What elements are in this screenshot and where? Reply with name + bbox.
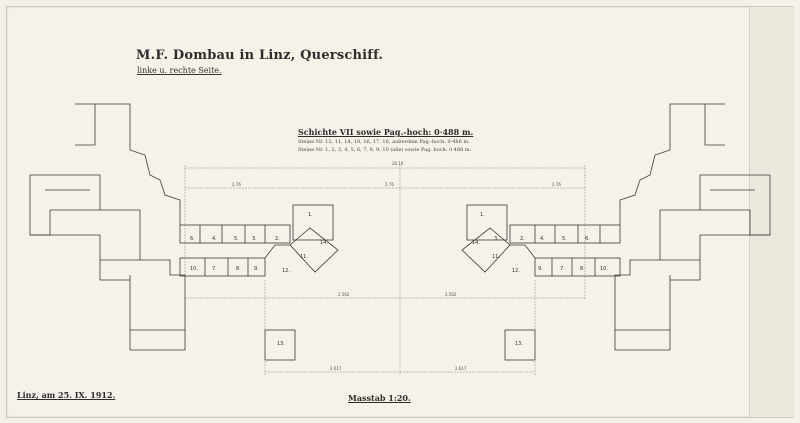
stone-left-8: 8. <box>236 266 241 272</box>
dim-mid-right: 2.562 <box>445 292 457 297</box>
stone-left-12: 12. <box>282 268 290 274</box>
stone-left-4: 4. <box>212 236 217 242</box>
stone-left-3: 3. <box>252 236 257 242</box>
dim-bottom-left: 2.617 <box>330 366 342 371</box>
layer-note: Schichte VII sowie Pag.-hoch: 0·488 m. S… <box>298 127 498 153</box>
stone-right-6: 6. <box>585 236 590 242</box>
stone-right-12: 12. <box>512 268 520 274</box>
dim-mid-left: 2.562 <box>338 292 350 297</box>
stone-left-2: 2. <box>275 236 280 242</box>
drawing-subtitle: linke u. rechte Seite. <box>137 66 222 75</box>
sheet-fold <box>749 7 794 417</box>
stone-right-3: 3. <box>494 236 499 242</box>
scale-label: Masstab 1:20. <box>348 393 411 403</box>
stone-left-14: 14. <box>320 240 328 246</box>
stone-left-10: 10. <box>190 266 198 272</box>
drawing-title: M.F. Dombau in Linz, Querschiff. <box>136 48 384 63</box>
dim-left-top: 2.76 <box>232 182 241 187</box>
stone-left-1: 1. <box>308 212 313 218</box>
stone-right-11: 11. <box>492 254 500 260</box>
dim-overall: 20.16 <box>392 161 404 166</box>
stone-right-8: 8. <box>580 266 585 272</box>
stone-left-13: 13. <box>277 341 285 347</box>
stone-right-14: 14. <box>472 240 480 246</box>
stone-right-1: 1. <box>480 212 485 218</box>
layer-line-1: Steine Nr. 12, 11, 14, 18, 16, 17, 18, a… <box>298 139 470 145</box>
dim-bottom-right: 2.617 <box>455 366 467 371</box>
left-wall-outline <box>75 103 96 146</box>
stone-left-9: 9. <box>254 266 259 272</box>
stone-right-9: 9. <box>538 266 543 272</box>
layer-heading: Schichte VII sowie Pag.-hoch: 0·488 m. <box>298 127 474 137</box>
stone-right-13: 13. <box>515 341 523 347</box>
layer-line-2: Steine Nr. 1, 2, 3, 4, 5, 6, 7, 8, 9, 10… <box>298 147 472 153</box>
stone-right-4: 4. <box>540 236 545 242</box>
stone-left-11: 11. <box>300 254 308 260</box>
stone-left-6: 6. <box>190 236 195 242</box>
dim-right-top: 2.76 <box>552 182 561 187</box>
dim-center-top: 2.76 <box>385 182 394 187</box>
stone-right-10: 10. <box>600 266 608 272</box>
place-date: Linz, am 25. IX. 1912. <box>17 390 116 400</box>
stone-left-7: 7. <box>212 266 217 272</box>
stone-right-7: 7. <box>560 266 565 272</box>
stone-left-5: 5. <box>234 236 239 242</box>
stone-right-2: 2. <box>520 236 525 242</box>
stone-right-5: 5. <box>562 236 567 242</box>
